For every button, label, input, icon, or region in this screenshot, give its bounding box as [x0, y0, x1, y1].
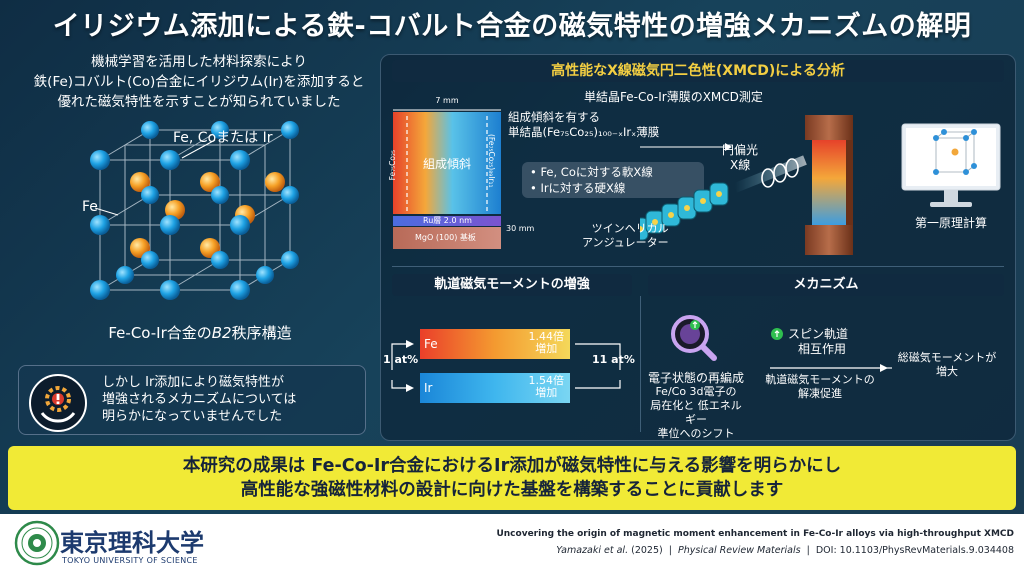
- circular-xray-label: 円偏光 X線: [722, 143, 758, 173]
- concentration-high: 11 at%: [592, 353, 635, 366]
- spin-line: 相互作用: [798, 342, 847, 356]
- divider: [392, 266, 1004, 267]
- sample-gradient-label: 組成傾斜: [422, 157, 471, 171]
- intro-line: 機械学習を活用した材料探索により: [91, 54, 307, 70]
- bar-element: Fe: [424, 337, 438, 351]
- caption-b2: B2: [211, 324, 232, 342]
- conclusion-line: 本研究の成果は Fe-Co-Ir合金におけるIr添加が磁気特性に与える影響を明ら…: [182, 456, 842, 476]
- xray-hard: • Irに対する硬X線: [530, 181, 626, 195]
- spin-orbit-label: スピン軌道 相互作用: [788, 327, 848, 357]
- orbital-header: 軌道磁気モーメントの増強: [392, 274, 632, 296]
- conclusion-line: 高性能な強磁性材料の設計に向けた基盤を構築することに貢献します: [240, 480, 784, 500]
- mechanism-electronic: 電子状態の再編成 Fe/Co 3d電子の 局在化と 低エネルギー 準位へのシフト: [648, 371, 744, 441]
- divider: [640, 296, 641, 432]
- university-seal-icon: [14, 520, 60, 566]
- paper-citation: Yamazaki et al. (2025) | Physical Review…: [556, 545, 1014, 556]
- mechanism-arrows: [770, 364, 892, 372]
- xray-list: • Fe, Coに対する軟X線 • Irに対する硬X線: [522, 162, 704, 198]
- bar-note: 増加: [535, 342, 558, 355]
- mgo-substrate: MgO (100) 基板: [393, 227, 501, 249]
- journal: Physical Review Materials: [678, 545, 801, 556]
- spin-line: スピン軌道: [788, 327, 849, 341]
- film-line: 単結晶(Fe₇₅Co₂₅)₁₀₀₋ₓIrₓ薄膜: [508, 125, 660, 139]
- footer: [0, 514, 1024, 584]
- mechanism-total: 総磁気モーメントが 増大: [892, 351, 1002, 379]
- conclusion-banner: 本研究の成果は Fe-Co-Ir合金におけるIr添加が磁気特性に与える影響を明ら…: [8, 446, 1016, 510]
- gear-warning-icon: [29, 374, 87, 432]
- concentration-low: 1 at%: [383, 353, 419, 366]
- mechanism-line: Fe/Co 3d電子の: [655, 385, 737, 398]
- mechanism-line: 軌道磁気モーメントの: [765, 373, 875, 386]
- structure-caption: Fe-Co-Ir合金のB2秩序構造: [60, 322, 340, 343]
- caption-part: 秩序構造: [231, 324, 292, 342]
- mechanism-line: 準位へのシフト: [657, 427, 735, 440]
- doi: DOI: 10.1103/PhysRevMaterials.9.034408: [815, 545, 1014, 556]
- magnifier-icon: [671, 315, 717, 361]
- film-line: 組成傾斜を有する: [508, 110, 600, 124]
- ir-enhancement-bar: Ir 1.54倍 増加: [420, 373, 570, 403]
- fe-enhancement-bar: Fe 1.44倍 増加: [420, 329, 570, 359]
- problem-line: 明らかになっていませんでした: [102, 409, 283, 424]
- bar-ratio: 1.54倍: [528, 374, 565, 387]
- sample-left-composition: Fe₇₅Co₂₅: [388, 150, 397, 181]
- problem-line: 増強されるメカニズムについては: [102, 392, 297, 407]
- xmcd-header: 高性能なX線磁気円二色性(XMCD)による分析: [392, 60, 1004, 82]
- first-principles-label: 第一原理計算: [914, 216, 987, 230]
- university-name-jp: 東京理科大学: [60, 528, 204, 557]
- mechanism-orbital: 軌道磁気モーメントの 解凍促進: [760, 373, 880, 401]
- mechanism-line: 解凍促進: [798, 387, 842, 400]
- sample-right-composition: (Fe₇₅Co₂₅)₈₉Ir₁₁: [487, 134, 496, 188]
- lattice-label-fe-co-ir: Fe, Coまたは Ir: [173, 130, 273, 146]
- xray-soft: • Fe, Coに対する軟X線: [530, 165, 653, 179]
- intro-line: 優れた磁気特性を示すことが知られていました: [57, 94, 341, 110]
- university-name-en: TOKYO UNIVERSITY OF SCIENCE: [62, 556, 198, 565]
- lattice-label-fe: Fe: [82, 199, 98, 215]
- bar-value: 1.44倍 増加: [529, 331, 565, 355]
- undulator-line: アンジュレーター: [582, 236, 669, 249]
- year: (2025): [631, 545, 663, 556]
- mechanism-electronic-title: 電子状態の再編成: [648, 371, 745, 385]
- mechanism-line: 局在化と 低エネルギー: [650, 399, 742, 426]
- sample-width-label: 7 mm: [435, 96, 459, 105]
- ru-layer: Ru層 2.0 nm: [393, 216, 501, 226]
- caption-part: Fe-Co-Ir合金の: [108, 324, 212, 342]
- mechanism-header: メカニズム: [648, 274, 1004, 296]
- b2-lattice-diagram: [90, 121, 299, 300]
- paper-title: Uncovering the origin of magnetic moment…: [496, 529, 1014, 539]
- bar-element: Ir: [424, 381, 433, 395]
- xmcd-setup-illustration: [640, 115, 853, 255]
- problem-text: しかし Ir添加により磁気特性が 増強されるメカニズムについては 明らかになって…: [102, 374, 362, 425]
- bar-value: 1.54倍 増加: [529, 375, 565, 399]
- undulator-label: ツインヘリカル アンジュレーター: [582, 222, 669, 250]
- intro-text: 機械学習を活用した材料探索により 鉄(Fe)コバルト(Co)合金にイリジウム(I…: [24, 52, 374, 112]
- bar-ratio: 1.44倍: [528, 330, 565, 343]
- spin-arrow-icon: [771, 328, 783, 340]
- gradient-sample: [393, 109, 501, 214]
- authors: Yamazaki et al.: [556, 545, 629, 556]
- thickness-label: 30 mm: [506, 224, 535, 233]
- xmcd-subtitle: 単結晶Fe-Co-Ir薄膜のXMCD測定: [584, 90, 763, 104]
- problem-line: しかし Ir添加により磁気特性が: [102, 375, 285, 390]
- film-description: 組成傾斜を有する 単結晶(Fe₇₅Co₂₅)₁₀₀₋ₓIrₓ薄膜: [508, 110, 659, 140]
- circ-line: X線: [730, 158, 751, 172]
- intro-line: 鉄(Fe)コバルト(Co)合金にイリジウム(Ir)を添加すると: [33, 74, 365, 90]
- page-title: イリジウム添加による鉄-コバルト合金の磁気特性の増強メカニズムの解明: [52, 11, 972, 42]
- mechanism-line: 総磁気モーメントが: [897, 351, 997, 364]
- circ-line: 円偏光: [722, 143, 759, 157]
- mechanism-line: 増大: [936, 365, 958, 378]
- monitor-icon: [901, 123, 1001, 207]
- undulator-line: ツインヘリカル: [591, 222, 669, 235]
- bar-note: 増加: [535, 386, 558, 399]
- comparison-arrows: [391, 340, 621, 392]
